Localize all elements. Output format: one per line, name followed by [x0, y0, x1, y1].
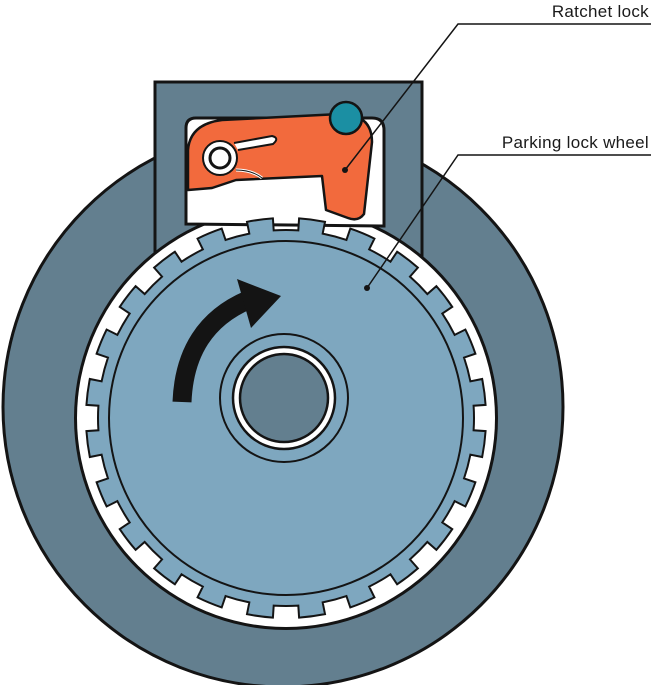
hub-outer-ring	[219, 333, 349, 463]
hub	[219, 333, 349, 463]
ratchet-spring-slot	[233, 134, 278, 151]
ratchet-lock-body	[186, 112, 374, 221]
callout-leaders	[342, 23, 651, 291]
ratchet-lock	[186, 100, 374, 221]
ratchet-lock-label: Ratchet lock	[551, 2, 649, 21]
ratchet-spring-tail-outline	[235, 169, 263, 179]
ratchet-lock-leader-dot	[342, 167, 348, 173]
wheel-inner-ring	[108, 240, 464, 596]
rotation-arrow-shaft	[172, 291, 252, 403]
rotation-arrow-head	[237, 279, 281, 328]
parking-lock-wheel-leader-dot	[364, 285, 370, 291]
parking-lock-wheel-label: Parking lock wheel	[501, 133, 649, 152]
ratchet-pin	[328, 100, 364, 136]
rotation-arrow-icon	[172, 279, 281, 403]
hub-core	[238, 352, 330, 444]
ratchet-pivot-inner	[208, 146, 232, 170]
ratchet-lock-leader	[344, 23, 651, 171]
parking-lock-wheel-leader	[366, 154, 651, 289]
